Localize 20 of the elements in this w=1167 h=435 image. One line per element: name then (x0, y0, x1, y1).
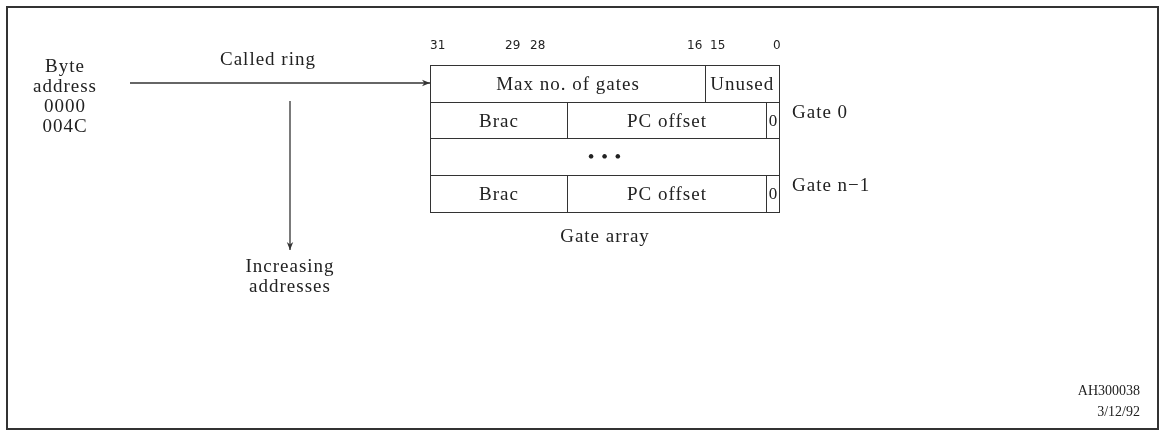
address-text: Byte address 0000 004C (10, 56, 120, 136)
field-cell: Brac (430, 174, 568, 213)
ellipsis-row: • • • (430, 138, 780, 176)
table-caption: Gate array (560, 225, 650, 247)
row-label: Gate 0 (792, 101, 849, 123)
field-cell: Unused (704, 65, 780, 103)
bit-cell: 0 (766, 101, 780, 140)
bit-number: 29 (505, 38, 521, 52)
bit-number: 0 (773, 38, 781, 52)
bit-number: 28 (530, 38, 546, 52)
direction-text: Increasing addresses (244, 256, 336, 296)
figure-date: 3/12/92 (1096, 403, 1140, 421)
figure-id: AH300038 (1076, 382, 1140, 400)
field-cell: Max no. of gates (430, 65, 706, 103)
bit-number: 16 (687, 38, 703, 52)
bit-number: 31 (430, 38, 446, 52)
row-label: Gate n−1 (792, 174, 871, 196)
bit-number: 15 (710, 38, 726, 52)
arrow (129, 79, 431, 87)
bit-cell: 0 (766, 174, 780, 213)
